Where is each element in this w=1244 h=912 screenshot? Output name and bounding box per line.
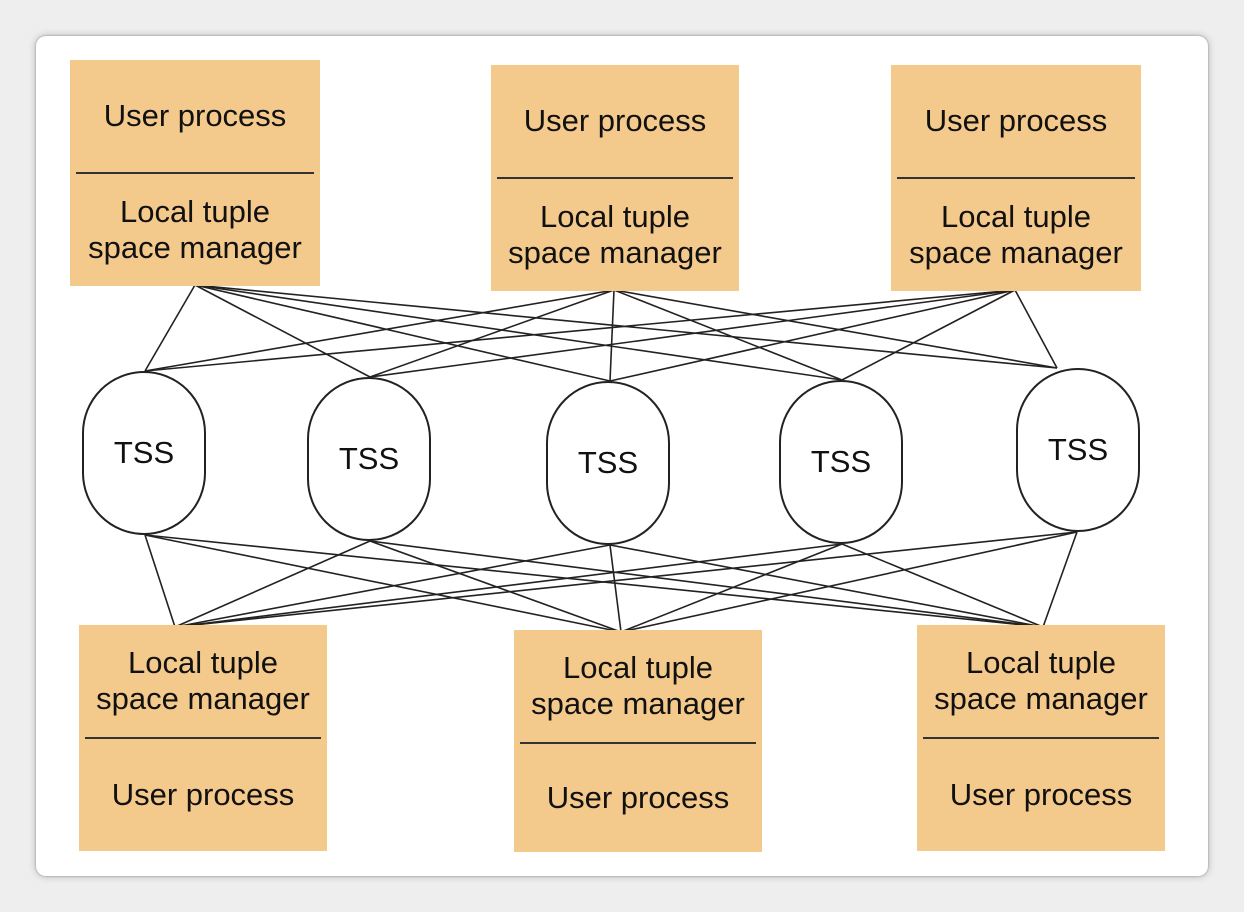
user-process-label: User process: [111, 777, 295, 813]
tss-node-5: TSS: [1016, 368, 1140, 532]
link-top-3-tss-4: [841, 289, 1016, 381]
bottom-node-1: Local tuple space manager User process: [79, 625, 327, 851]
tss-label: TSS: [810, 444, 872, 479]
user-process-label: User process: [546, 780, 730, 816]
top-node-3: User process Local tuple space manager: [891, 65, 1141, 291]
tss-node-3: TSS: [546, 381, 670, 545]
link-top-1-tss-1: [144, 284, 196, 372]
link-bottom-3-tss-4: [841, 543, 1044, 628]
tss-node-1: TSS: [82, 371, 206, 535]
tss-node-4: TSS: [779, 380, 903, 544]
tss-node-2: TSS: [307, 377, 431, 541]
tuple-space-manager-label: Local tuple space manager: [909, 199, 1123, 270]
link-top-2-tss-1: [144, 289, 615, 372]
tuple-space-manager-label: Local tuple space manager: [531, 650, 745, 721]
link-bottom-3-tss-5: [1042, 531, 1078, 628]
tuple-space-manager-label: Local tuple space manager: [508, 199, 722, 270]
top-node-1: User process Local tuple space manager: [70, 60, 320, 286]
divider: [520, 742, 756, 744]
link-bottom-1-tss-4: [174, 543, 843, 628]
link-top-3-tss-3: [609, 289, 1016, 382]
tss-label: TSS: [113, 435, 175, 470]
tuple-space-manager-label: Local tuple space manager: [934, 645, 1148, 716]
bottom-node-3: Local tuple space manager User process: [917, 625, 1165, 851]
link-bottom-1-tss-5: [174, 531, 1078, 628]
link-top-1-tss-3: [194, 284, 611, 382]
tss-label: TSS: [338, 441, 400, 476]
divider: [76, 172, 314, 174]
user-process-label: User process: [523, 103, 707, 139]
divider: [897, 177, 1135, 179]
tss-label: TSS: [1047, 432, 1109, 467]
link-top-3-tss-1: [144, 289, 1016, 372]
link-bottom-2-tss-3: [609, 544, 622, 633]
link-bottom-3-tss-3: [609, 544, 1044, 628]
link-top-3-tss-2: [369, 289, 1016, 378]
link-bottom-2-tss-1: [144, 534, 622, 633]
user-process-label: User process: [924, 103, 1108, 139]
divider: [85, 737, 321, 739]
link-top-3-tss-5: [1014, 289, 1058, 369]
link-bottom-1-tss-1: [144, 534, 176, 628]
link-top-2-tss-2: [369, 289, 615, 378]
top-node-2: User process Local tuple space manager: [491, 65, 739, 291]
link-bottom-2-tss-2: [369, 540, 622, 633]
link-top-2-tss-4: [613, 289, 843, 381]
tss-label: TSS: [577, 445, 639, 480]
divider: [497, 177, 733, 179]
link-top-1-tss-2: [194, 284, 371, 378]
link-top-2-tss-5: [613, 289, 1058, 369]
link-bottom-3-tss-2: [369, 540, 1044, 628]
link-top-1-tss-4: [194, 284, 843, 381]
user-process-label: User process: [103, 98, 287, 134]
link-bottom-2-tss-5: [620, 531, 1078, 633]
bottom-node-2: Local tuple space manager User process: [514, 630, 762, 852]
link-top-2-tss-3: [609, 289, 615, 382]
tuple-space-manager-label: Local tuple space manager: [96, 645, 310, 716]
link-bottom-3-tss-1: [144, 534, 1044, 628]
tuple-space-manager-label: Local tuple space manager: [88, 194, 302, 265]
user-process-label: User process: [949, 777, 1133, 813]
divider: [923, 737, 1159, 739]
